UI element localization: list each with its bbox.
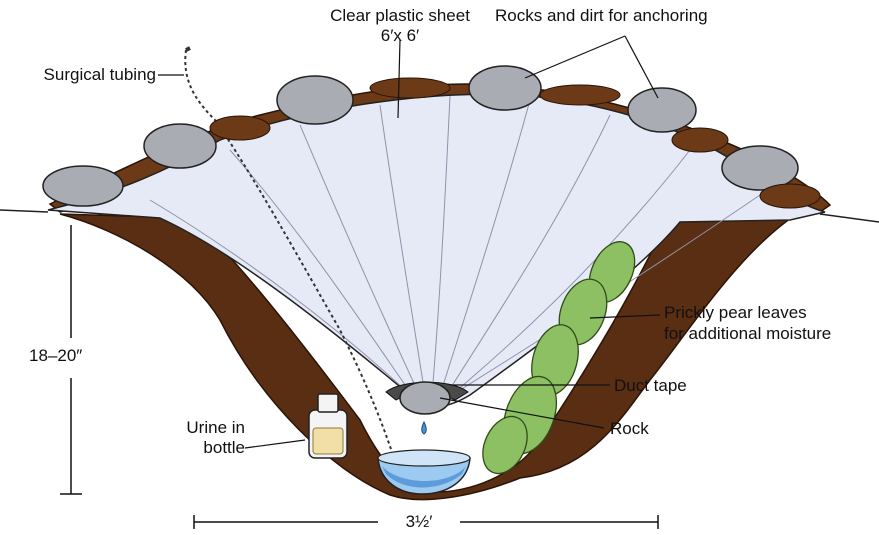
label-width: 3½′ [381,512,457,532]
label-surgical-tubing: Surgical tubing [6,65,156,85]
label-bottle: bottle [130,438,245,458]
label-sheet-size: 6′x 6′ [300,26,500,46]
label-rock: Rock [610,419,690,439]
label-prickly-pear: Prickly pear leaves [664,303,876,323]
label-clear-plastic-sheet: Clear plastic sheet [300,6,500,26]
label-urine-in: Urine in [130,418,245,438]
label-additional-moisture: for additional moisture [664,324,876,344]
label-depth: 18–20″ [29,346,119,366]
label-duct-tape: Duct tape [614,376,734,396]
label-rocks-and-dirt: Rocks and dirt for anchoring [495,6,795,26]
water-drop [422,422,427,434]
